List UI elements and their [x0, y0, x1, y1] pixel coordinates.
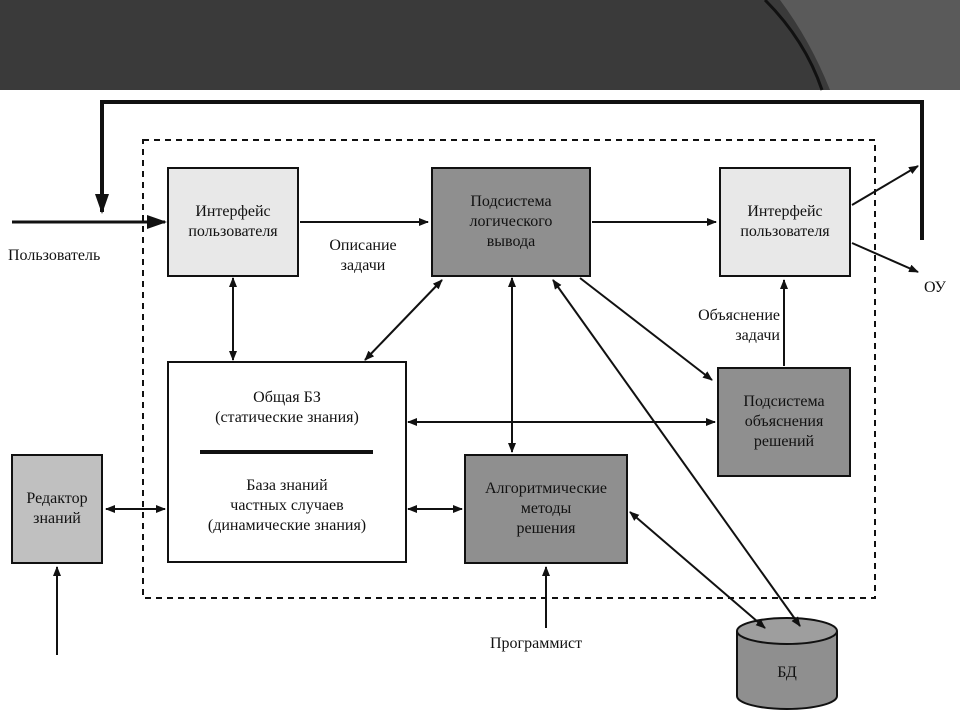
algorithmic-box [464, 454, 628, 564]
inference-box [431, 167, 591, 277]
arrow-ui-to-ou [851, 242, 919, 273]
header-decor-shape [780, 0, 960, 90]
ui-right-box [719, 167, 851, 277]
arrow-ui-to-loop [851, 165, 919, 206]
editor-box [11, 454, 103, 564]
ui-left-box [167, 167, 299, 277]
arrow-kb-inference [364, 279, 443, 361]
explanation-box [717, 367, 851, 477]
programmer-label: Программист [490, 635, 583, 652]
arrow-algorithmic-db [629, 511, 766, 629]
ou-label: ОУ [924, 279, 946, 296]
system-boundary [142, 139, 876, 599]
knowledge-base-box [167, 361, 407, 563]
task-description-label: Описание задачи [329, 237, 397, 274]
user-label: Пользователь [8, 247, 101, 264]
header-decor-curve [763, 0, 824, 91]
db-cylinder-body [736, 631, 838, 710]
feedback-loop-arrow [95, 100, 924, 240]
db-cylinder-top [736, 617, 838, 645]
task-explanation-label: Объяснение задачи [698, 307, 780, 344]
